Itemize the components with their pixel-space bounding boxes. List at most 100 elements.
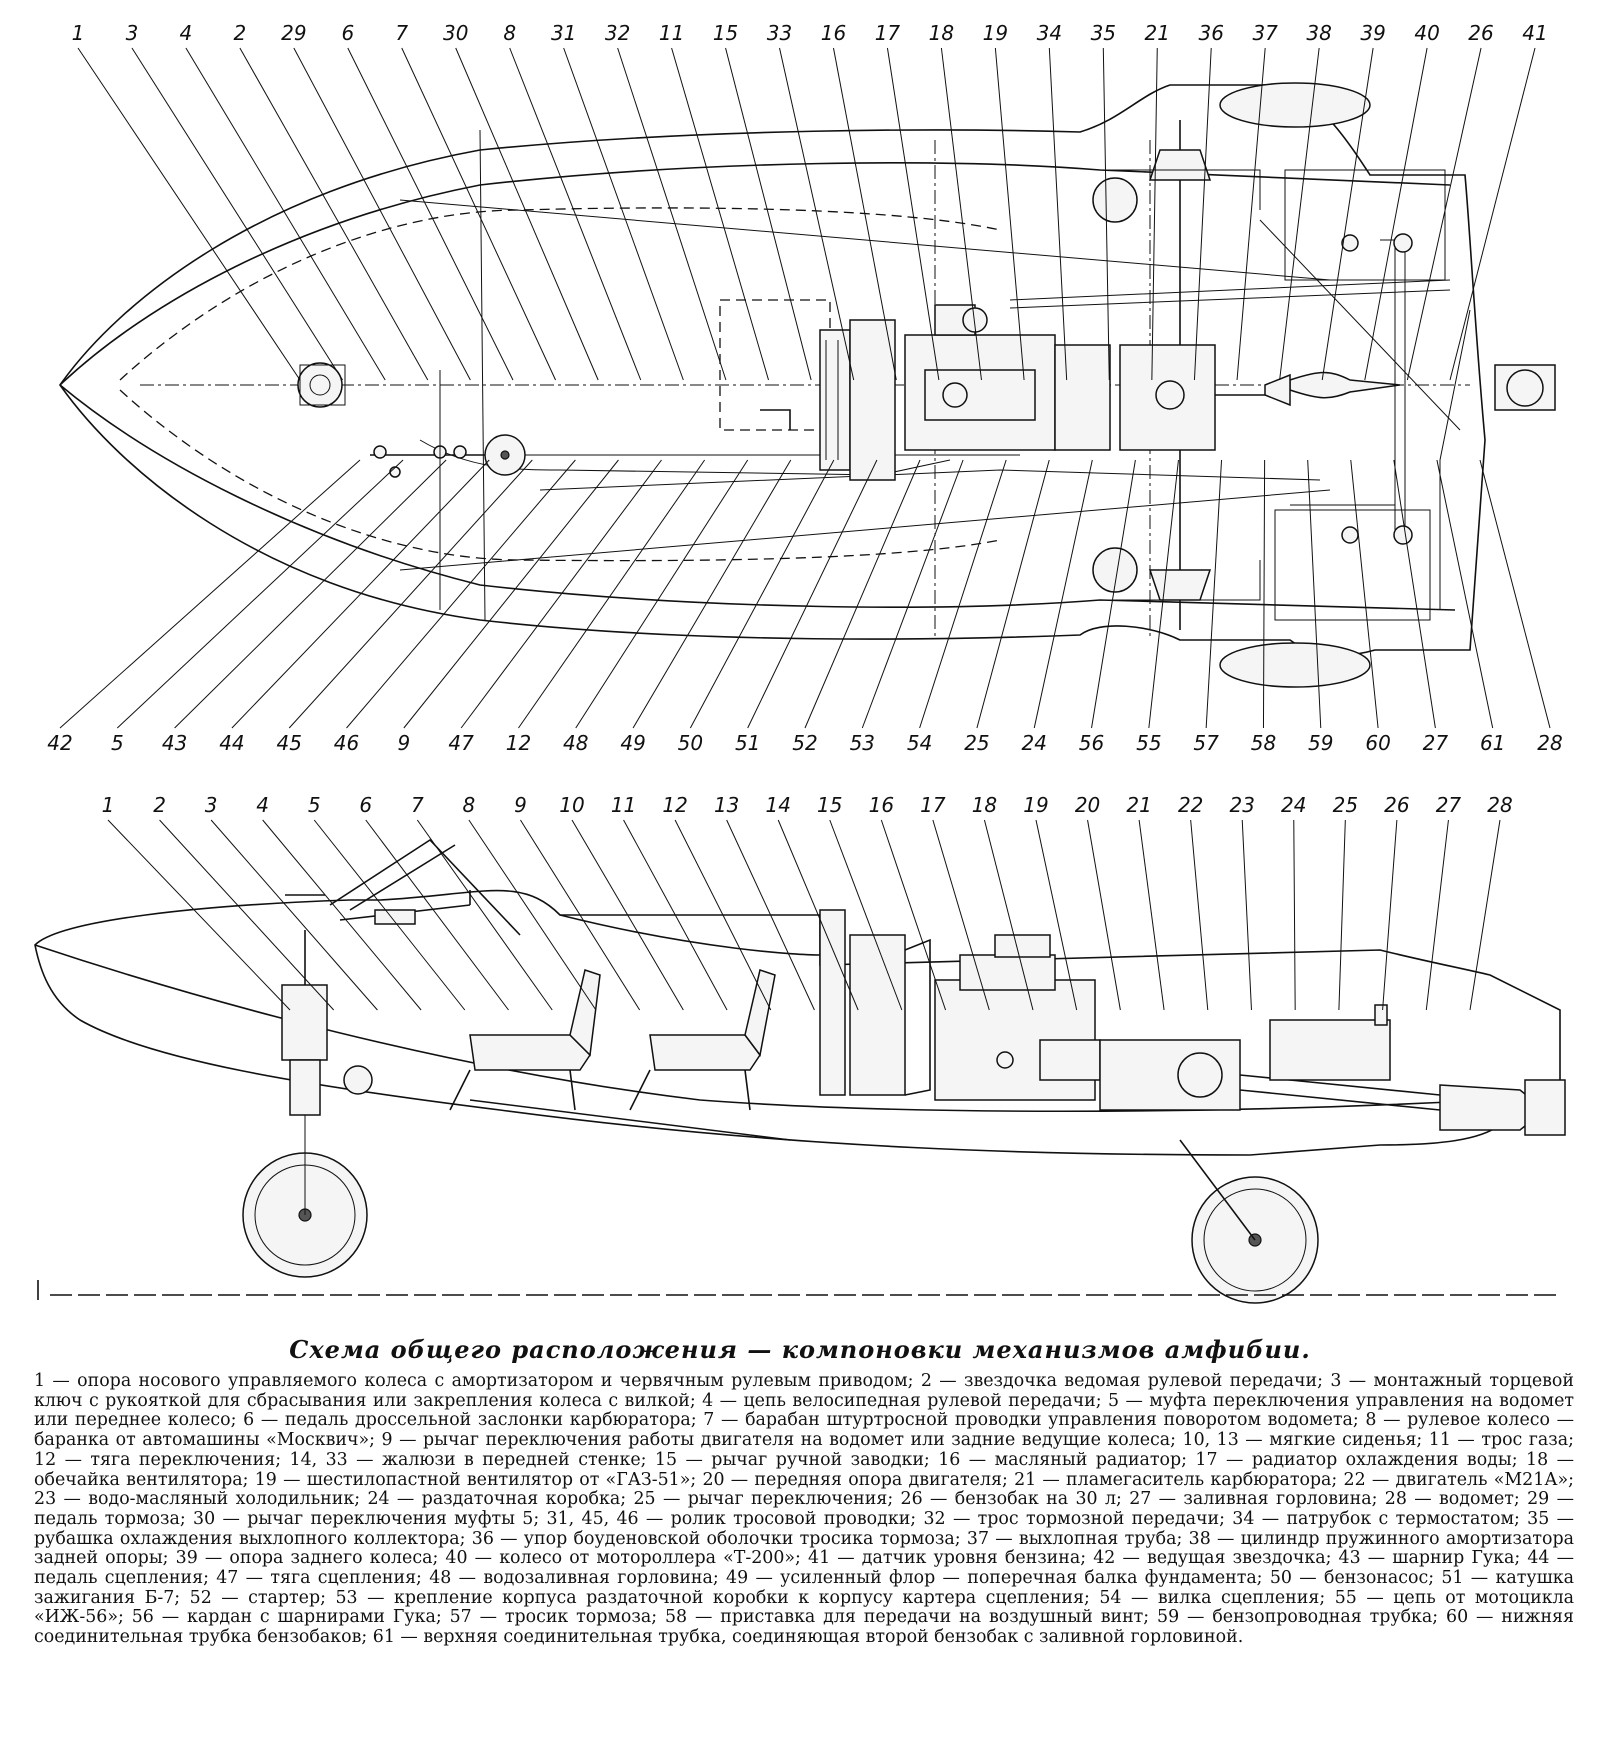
callout-leader — [239, 47, 429, 381]
callout-leader — [994, 47, 1025, 381]
plan-view — [59, 82, 1556, 688]
plan-chine-line — [59, 384, 1456, 611]
callout-label: 51 — [735, 731, 760, 755]
callout-label: 18 — [929, 21, 954, 45]
callout-leader — [77, 47, 301, 381]
callout-label: 5 — [308, 793, 321, 817]
callout-label: 7 — [411, 793, 424, 817]
callout-label: 8 — [463, 793, 476, 817]
callout-label: 25 — [964, 731, 989, 755]
callout-label: 3 — [126, 21, 139, 45]
rear-seat — [629, 969, 776, 1111]
callout-label: 25 — [1333, 793, 1358, 817]
callout-label: 24 — [1281, 793, 1306, 817]
callout-leader — [210, 819, 378, 1011]
callout-leader — [804, 459, 921, 729]
figure-caption: Схема общего расположения — компоновки м… — [289, 1335, 1311, 1364]
callout-leader — [1205, 459, 1223, 729]
callout-leader — [832, 47, 897, 381]
callout-leader — [401, 47, 557, 381]
callout-label: 16 — [821, 21, 846, 45]
callout-leader — [919, 459, 1007, 729]
callout-label: 1 — [72, 21, 85, 45]
callout-label: 30 — [443, 21, 468, 45]
callout-label: 41 — [1522, 21, 1547, 45]
callout-leader — [468, 819, 597, 1011]
callout-leader — [563, 47, 684, 381]
callout-label: 50 — [678, 731, 703, 755]
callout-leader — [880, 819, 947, 1011]
callout-label: 61 — [1480, 731, 1505, 755]
callout-label: 4 — [180, 21, 193, 45]
callout-leader — [1087, 819, 1121, 1011]
callout-label: 15 — [817, 793, 842, 817]
callout-leader — [632, 459, 792, 729]
callout-label: 16 — [869, 793, 894, 817]
callout-leader — [1102, 47, 1110, 381]
callout-leader — [346, 459, 576, 729]
callout-leader — [861, 459, 964, 729]
callout-leader — [1035, 819, 1078, 1011]
callout-label: 10 — [559, 793, 584, 817]
callout-leader — [416, 819, 553, 1011]
callout-label: 59 — [1308, 731, 1333, 755]
callout-leader — [313, 819, 466, 1011]
callout-label: 42 — [47, 731, 72, 755]
callout-label: 49 — [620, 731, 645, 755]
callout-leader — [455, 47, 599, 381]
callout-label: 31 — [551, 21, 576, 45]
callout-label: 17 — [875, 21, 901, 45]
plan-hull-outline — [59, 84, 1486, 656]
callout-label: 2 — [234, 21, 247, 45]
callout-leader — [575, 459, 749, 729]
callout-label: 29 — [281, 21, 306, 45]
callout-leader — [779, 47, 855, 381]
callout-label: 11 — [611, 793, 636, 817]
figure-legend: 1 — опора носового управляемого колеса с… — [34, 1371, 1574, 1648]
callout-label: 32 — [605, 21, 630, 45]
callout-label: 54 — [907, 731, 932, 755]
callout-label: 9 — [514, 793, 527, 817]
callout-leader — [1091, 459, 1136, 729]
callout-leader — [671, 47, 769, 381]
callout-label: 37 — [1252, 21, 1278, 45]
callout-label: 27 — [1423, 731, 1449, 755]
side-fuel-tank — [1269, 1019, 1391, 1081]
callout-leader — [1436, 459, 1494, 729]
callout-label: 38 — [1306, 21, 1331, 45]
callout-leader — [1190, 819, 1209, 1011]
callout-label: 55 — [1136, 731, 1161, 755]
callout-label: 36 — [1198, 21, 1223, 45]
callout-leader — [1425, 819, 1449, 1011]
callout-leader — [403, 459, 619, 729]
callout-leader — [725, 47, 812, 381]
callout-leader — [1033, 459, 1093, 729]
callout-label: 6 — [341, 21, 354, 45]
callout-leader — [520, 819, 641, 1011]
callout-leader — [1321, 47, 1374, 381]
callout-leader — [1293, 819, 1296, 1011]
callout-leader — [262, 819, 422, 1011]
callout-leader — [1479, 459, 1551, 729]
callout-leader — [107, 819, 291, 1011]
callout-leader — [886, 47, 940, 381]
callout-leader — [231, 459, 490, 729]
callout-label: 8 — [503, 21, 516, 45]
callout-leader — [59, 459, 361, 729]
callout-label: 22 — [1178, 793, 1203, 817]
callout-label: 43 — [162, 731, 187, 755]
callout-leader — [1241, 819, 1252, 1011]
callout-label: 28 — [1487, 793, 1512, 817]
callout-leader — [689, 459, 835, 729]
plan-fuel-tank-lower — [1274, 509, 1431, 621]
callout-leader — [518, 459, 706, 729]
callout-label: 13 — [714, 793, 739, 817]
callout-label: 6 — [359, 793, 372, 817]
callout-label: 21 — [1126, 793, 1151, 817]
callout-label: 21 — [1145, 21, 1170, 45]
callout-leader — [185, 47, 386, 381]
callout-label: 24 — [1022, 731, 1047, 755]
callout-leader — [460, 459, 662, 729]
